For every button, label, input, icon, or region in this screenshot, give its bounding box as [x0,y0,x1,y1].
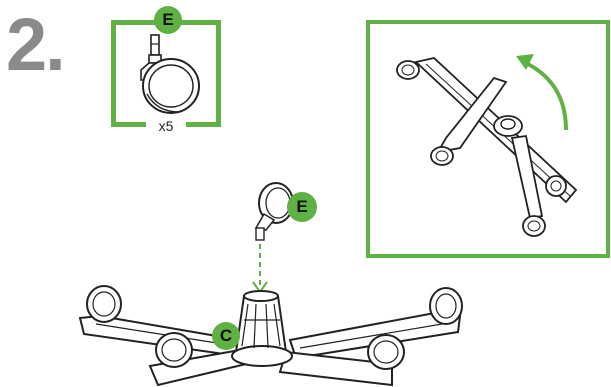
caster-badge-e: E [287,192,317,222]
curved-arrow-icon [516,54,568,131]
dashed-down-arrow-icon [252,244,268,294]
base-badge-c: C [212,322,240,350]
quantity-label: x5 [146,118,186,134]
rotation-inset-box [366,20,610,258]
rotated-base-illustration [396,54,578,237]
part-badge-e: E [154,6,182,34]
step-number: 2. [6,3,66,86]
caster-wheel-icon [140,34,200,114]
